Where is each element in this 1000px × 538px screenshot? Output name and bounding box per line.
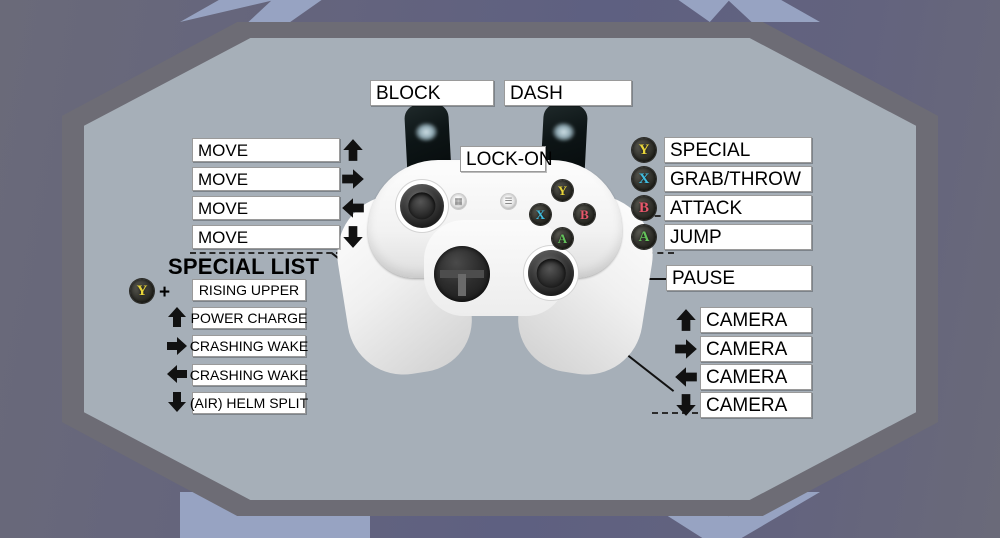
label-camera-left: CAMERA — [700, 364, 812, 390]
special-arrow-right-icon — [165, 334, 189, 358]
camera-arrow-up-icon — [673, 307, 699, 333]
controller-button-a[interactable]: A — [552, 228, 573, 249]
special-arrow-left-icon — [165, 362, 189, 386]
label-move-right: MOVE — [192, 167, 340, 191]
label-camera-down: CAMERA — [700, 392, 812, 418]
label-move-down-text: MOVE — [198, 227, 249, 247]
dpad[interactable] — [434, 246, 490, 302]
label-jump: JUMP — [664, 224, 812, 250]
menu-button-icon[interactable]: ☰ — [501, 194, 516, 209]
arrow-up-icon — [340, 137, 366, 163]
label-move-down: MOVE — [192, 225, 340, 249]
controller-button-y-glyph: Y — [557, 183, 568, 198]
label-crashing-wake-left: CRASHING WAKE — [189, 364, 309, 386]
label-jump-text: JUMP — [670, 226, 722, 248]
left-stick-dish — [408, 192, 436, 220]
label-crashing-wake-left-text: CRASHING WAKE — [189, 367, 309, 383]
label-dash-text: DASH — [510, 82, 563, 104]
label-grab-throw: GRAB/THROW — [664, 166, 812, 192]
arrow-left-icon — [340, 195, 366, 221]
label-power-charge: POWER CHARGE — [190, 307, 308, 329]
label-move-up-text: MOVE — [198, 140, 249, 160]
label-dash: DASH — [504, 80, 632, 106]
label-attack: ATTACK — [664, 195, 812, 221]
label-special-text: SPECIAL — [670, 139, 751, 161]
special-list-plus: + — [159, 282, 171, 303]
label-camera-down-text: CAMERA — [706, 394, 788, 416]
label-block: BLOCK — [370, 80, 494, 106]
button-x-glyph: X — [638, 170, 650, 187]
label-rising-upper-text: RISING UPPER — [198, 282, 300, 298]
view-button-icon[interactable]: ▦ — [451, 194, 466, 209]
left-analog-stick[interactable] — [400, 184, 444, 228]
label-rising-upper: RISING UPPER — [192, 279, 306, 301]
label-move-up: MOVE — [192, 138, 340, 162]
controller-button-x-glyph: X — [535, 207, 546, 222]
label-lock-on: LOCK-ON — [460, 146, 553, 172]
label-attack-text: ATTACK — [670, 197, 743, 219]
controller-button-b[interactable]: B — [574, 204, 595, 225]
label-crashing-wake-right: CRASHING WAKE — [189, 335, 309, 357]
connector-left-move-group — [190, 252, 342, 254]
camera-arrow-left-icon — [673, 364, 699, 390]
label-power-charge-text: POWER CHARGE — [190, 310, 308, 326]
label-move-left-text: MOVE — [198, 198, 249, 218]
dpad-vertical — [458, 274, 466, 296]
label-pause-text: PAUSE — [672, 267, 736, 289]
special-arrow-down-icon — [165, 390, 189, 414]
arrow-down-icon — [340, 224, 366, 250]
label-block-text: BLOCK — [376, 82, 441, 104]
label-camera-right: CAMERA — [700, 336, 812, 362]
special-list-title: SPECIAL LIST — [168, 254, 320, 279]
label-air-helm-split-text: (AIR) HELM SPLIT — [189, 395, 309, 411]
special-arrow-up-icon — [165, 305, 189, 329]
button-b-icon: B — [632, 196, 656, 220]
special-list-button-y-icon: Y — [130, 279, 154, 303]
button-y-glyph: Y — [638, 141, 650, 158]
label-camera-up-text: CAMERA — [706, 309, 788, 331]
controller-button-a-glyph: A — [557, 231, 568, 246]
button-y-icon: Y — [632, 138, 656, 162]
label-move-left: MOVE — [192, 196, 340, 220]
button-a-icon: A — [632, 225, 656, 249]
button-x-icon: X — [632, 167, 656, 191]
label-pause: PAUSE — [666, 265, 812, 291]
connector-camera-group — [652, 412, 708, 414]
xbox-controller: ▦ ☰ Y X B A — [328, 102, 662, 420]
label-camera-right-text: CAMERA — [706, 338, 788, 360]
right-analog-stick[interactable] — [528, 250, 574, 296]
arrow-right-icon — [340, 166, 366, 192]
left-bumper-gloss — [413, 121, 439, 143]
controller-button-y[interactable]: Y — [552, 180, 573, 201]
label-special: SPECIAL — [664, 137, 812, 163]
label-camera-up: CAMERA — [700, 307, 812, 333]
label-air-helm-split: (AIR) HELM SPLIT — [189, 392, 309, 414]
controller-button-b-glyph: B — [580, 207, 589, 222]
label-lock-on-text: LOCK-ON — [466, 148, 553, 170]
label-crashing-wake-right-text: CRASHING WAKE — [189, 338, 309, 354]
special-list-button-y-glyph: Y — [136, 282, 148, 299]
controller-button-x[interactable]: X — [530, 204, 551, 225]
label-move-right-text: MOVE — [198, 169, 249, 189]
camera-arrow-right-icon — [673, 336, 699, 362]
right-stick-dish — [536, 258, 566, 288]
label-camera-left-text: CAMERA — [706, 366, 788, 388]
camera-arrow-down-icon — [673, 392, 699, 418]
right-bumper-gloss — [551, 121, 577, 143]
controller-body: ▦ ☰ Y X B A — [328, 160, 662, 410]
button-b-glyph: B — [638, 199, 649, 216]
button-a-glyph: A — [638, 228, 650, 245]
label-grab-throw-text: GRAB/THROW — [670, 168, 801, 190]
